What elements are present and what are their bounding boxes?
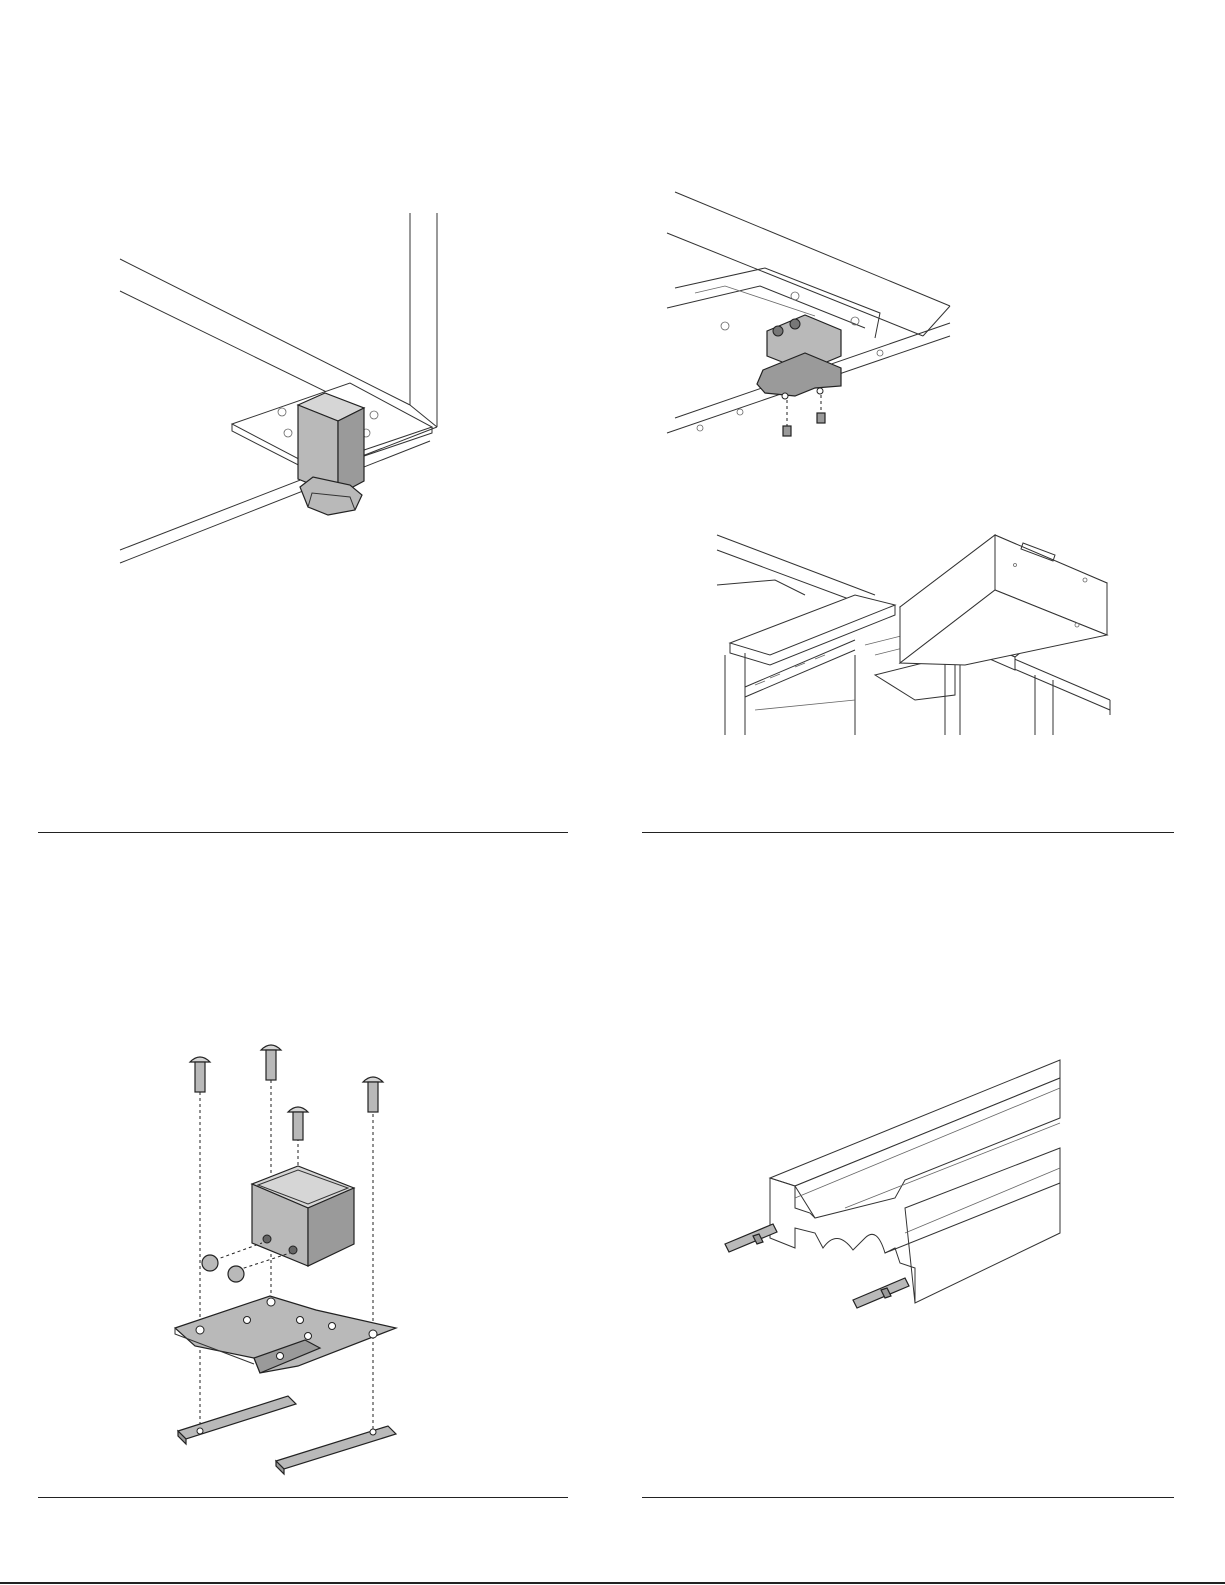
divider-bottom-left: [38, 1497, 568, 1498]
divider-bottom-right: [642, 1497, 1174, 1498]
extrusion-diagram: [725, 1058, 1075, 1318]
leveling-foot: [298, 393, 364, 515]
drawer-box: [900, 535, 1107, 670]
cabinet-underside: [667, 192, 950, 433]
cabinet-base: [120, 213, 437, 563]
spacer-bars: [178, 1396, 396, 1474]
drawer-rail-diagram: [715, 525, 1120, 740]
leveling-foot-diagram: [110, 205, 455, 575]
figure-leveling-foot: [110, 205, 455, 575]
corner-bracket: [757, 315, 841, 399]
figure-extrusion-pins: [725, 1058, 1075, 1318]
figure-foot-bracket-exploded: [170, 1038, 405, 1488]
corner-bracket-diagram: [665, 188, 955, 450]
divider-top-left: [38, 832, 568, 833]
base-plate: [175, 1296, 396, 1373]
bracket-screws: [783, 395, 825, 436]
divider-top-right: [642, 832, 1174, 833]
foot-bracket-diagram: [170, 1038, 405, 1488]
foot-housing: [252, 1166, 354, 1266]
page-bottom-edge: [0, 1582, 1225, 1584]
extrusion-profile: [770, 1060, 1060, 1303]
figure-drawer-rail: [715, 525, 1120, 740]
figure-corner-bracket: [665, 188, 955, 450]
